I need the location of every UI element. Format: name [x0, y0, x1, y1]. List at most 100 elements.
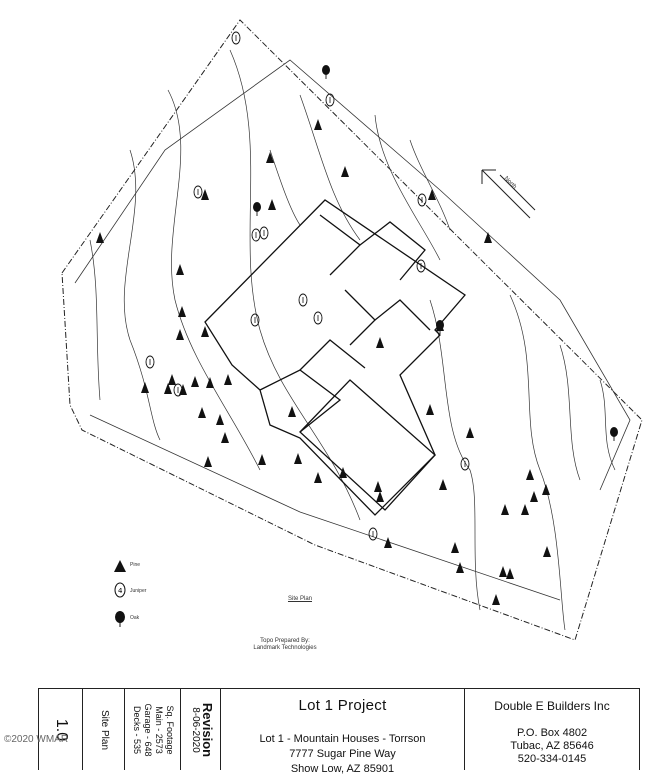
site-plan-caption: Site Plan [287, 596, 312, 602]
pine-tree-icon [201, 326, 209, 337]
pine-legend-icon [114, 560, 126, 572]
pine-tree-icon [499, 566, 507, 577]
juniper-legend-icon: 4 [114, 582, 126, 598]
juniper-tree-icon [193, 185, 203, 199]
company-cell: Double E Builders Inc P.O. Box 4802 Tuba… [465, 689, 639, 770]
pine-tree-icon [530, 491, 538, 502]
oak-legend-icon [115, 611, 125, 627]
pine-tree-icon [426, 404, 434, 415]
pine-tree-icon [451, 542, 459, 553]
pine-tree-icon [521, 504, 529, 515]
company-address1: P.O. Box 4802 [516, 727, 588, 739]
pine-tree-icon [456, 562, 464, 573]
property-boundary [61, 19, 643, 641]
pine-tree-icon [258, 454, 266, 465]
pine-tree-icon [176, 329, 184, 340]
juniper-tree-icon [251, 228, 261, 242]
juniper-tree-icon [145, 355, 155, 369]
pine-tree-icon [339, 467, 347, 478]
pine-tree-icon [314, 119, 322, 130]
pine-tree-icon [179, 384, 187, 395]
pine-tree-icon [191, 376, 199, 387]
juniper-tree-icon [231, 31, 241, 45]
pine-tree-icon [501, 504, 509, 515]
project-cell: Lot 1 Project Lot 1 - Mountain Houses - … [221, 689, 465, 775]
pine-tree-icon [376, 337, 384, 348]
topo-credit-line2: Landmark Technologies [253, 645, 317, 651]
sheet-number-cell: 1.0 [39, 689, 83, 770]
sq-decks: Decks - 535 [131, 705, 142, 754]
project-line2: 7777 Sugar Pine Way [289, 748, 396, 760]
company-address2: Tubac, AZ 85646 [510, 740, 594, 752]
juniper-tree-icon [173, 383, 183, 397]
svg-text:4: 4 [118, 587, 123, 595]
juniper-tree-icon [298, 293, 308, 307]
revision-date: 8-06-2020 [189, 706, 201, 753]
pine-tree-icon [266, 152, 274, 163]
pine-tree-icon [374, 481, 382, 492]
pine-tree-icon [492, 594, 500, 605]
pine-legend-label: Pine [130, 562, 141, 568]
pine-tree-icon [484, 232, 492, 243]
pine-tree-icon [96, 232, 104, 243]
project-title: Lot 1 Project [298, 697, 387, 714]
topo-contours [89, 49, 616, 631]
pine-tree-icon [224, 374, 232, 385]
pine-tree-icon [376, 491, 384, 502]
revision-heading: Revision [199, 702, 215, 757]
juniper-tree-icon [325, 93, 335, 107]
pine-tree-icon [204, 456, 212, 467]
oak-tree-icon [322, 65, 330, 79]
juniper-tree-icon [259, 226, 269, 240]
juniper-tree-icon [460, 457, 470, 471]
pine-tree-icon [526, 469, 534, 480]
title-block: 1.0 Site Plan Sq. Footage Main - 2573 Ga… [38, 688, 640, 775]
sheet-name: Site Plan [98, 709, 110, 750]
juniper-tree-icon [250, 313, 260, 327]
topo-credit-line1: Topo Prepared By: [260, 638, 310, 644]
company-name: Double E Builders Inc [494, 699, 610, 713]
pine-tree-icon [314, 472, 322, 483]
north-arrow [481, 169, 536, 219]
legend: 4 [114, 560, 126, 627]
revision-cell: Revision 8-06-2020 [181, 689, 221, 770]
pine-tree-icon [294, 453, 302, 464]
oak-trees [253, 65, 618, 441]
juniper-legend-label: Juniper [130, 588, 147, 594]
sq-garage: Garage - 648 [142, 702, 153, 757]
sheet-name-cell: Site Plan [83, 689, 125, 770]
pine-tree-icon [542, 484, 550, 495]
watermark: ©2020 WMAR [4, 734, 69, 745]
pine-tree-icon [341, 166, 349, 177]
pine-tree-icon [288, 406, 296, 417]
pine-tree-icon [176, 264, 184, 275]
pine-tree-icon [221, 432, 229, 443]
juniper-tree-icon [368, 527, 378, 541]
pine-tree-icon [466, 427, 474, 438]
pine-tree-icon [198, 407, 206, 418]
pine-tree-icon [164, 383, 172, 394]
juniper-trees [145, 31, 470, 541]
juniper-tree-icon [313, 311, 323, 325]
oak-tree-icon [436, 320, 444, 334]
sq-footage-heading: Sq. Footage [164, 704, 175, 755]
pine-tree-icon [384, 537, 392, 548]
pine-tree-icon [543, 546, 551, 557]
pine-tree-icon [506, 568, 514, 579]
setback-line-2 [89, 414, 561, 601]
pine-tree-icon [178, 306, 186, 317]
oak-tree-icon [610, 427, 618, 441]
pine-tree-icon [216, 414, 224, 425]
oak-tree-icon [253, 202, 261, 216]
project-line1: Lot 1 - Mountain Houses - Torrson [259, 733, 426, 745]
setback-line [74, 59, 631, 491]
pine-tree-icon [428, 189, 436, 200]
pine-tree-icon [141, 382, 149, 393]
oak-legend-label: Oak [130, 615, 140, 621]
pine-tree-icon [268, 199, 276, 210]
juniper-tree-icon [417, 193, 427, 207]
square-footage-cell: Sq. Footage Main - 2573 Garage - 648 Dec… [125, 689, 181, 770]
house-footprint [204, 199, 466, 516]
pine-tree-icon [201, 189, 209, 200]
sq-main: Main - 2573 [153, 705, 164, 754]
